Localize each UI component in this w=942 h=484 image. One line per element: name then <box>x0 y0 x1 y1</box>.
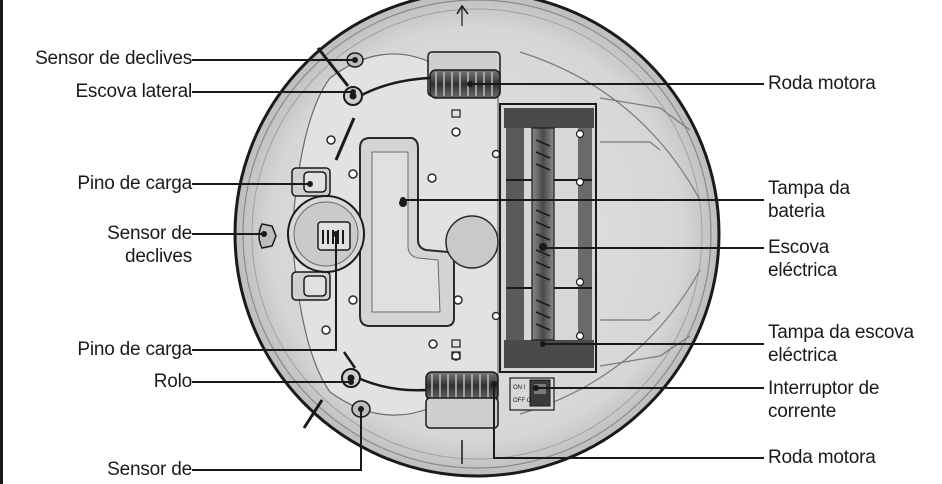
leader-dots <box>261 57 546 412</box>
label-sensor-bottom-text: Sensor de <box>107 459 192 480</box>
switch-off-mark: OFF O <box>513 398 532 404</box>
label-power-switch-line1: Interruptor de <box>768 378 880 399</box>
label-power-switch: Interruptor de corrente <box>768 377 879 423</box>
leader-charge-pin-bottom <box>192 234 337 351</box>
label-drive-wheel-bottom: Roda motora <box>768 446 876 469</box>
label-charge-pin-bottom: Pino de carga <box>77 338 192 361</box>
label-battery-cover-line1: Tampa da <box>768 178 850 199</box>
label-battery-cover: Tampa da bateria <box>768 177 850 223</box>
label-battery-cover-line2: bateria <box>768 201 825 222</box>
label-drive-wheel-top-text: Roda motora <box>768 73 876 94</box>
label-sensor-top: Sensor de declives <box>35 47 192 70</box>
charge-pin-bottom <box>291 271 331 301</box>
label-sensor-mid-line1: Sensor de <box>107 223 192 244</box>
label-electric-brush-line1: Escova <box>768 237 830 258</box>
side-brush-top <box>316 47 431 161</box>
leader-wheel-bottom <box>493 384 764 459</box>
label-brush-cover: Tampa da escova eléctrica <box>768 321 914 367</box>
power-switch: ON I OFF O <box>509 377 555 411</box>
cliff-sensor-left <box>258 223 277 249</box>
drive-wheel-bottom <box>425 371 499 429</box>
leader-lines <box>192 59 764 471</box>
label-electric-brush-line2: eléctrica <box>768 260 837 281</box>
electric-brush <box>531 127 555 341</box>
label-brush-cover-line2: eléctrica <box>768 345 837 366</box>
center-caster <box>445 215 499 269</box>
label-charge-pin-bottom-text: Pino de carga <box>77 339 192 360</box>
label-drive-wheel-bottom-text: Roda motora <box>768 447 876 468</box>
leader-sensor-bottom <box>192 409 362 471</box>
label-sensor-top-text: Sensor de declives <box>35 48 192 69</box>
drive-wheel-top <box>427 51 501 99</box>
label-power-switch-line2: corrente <box>768 401 837 422</box>
label-roller-text: Rolo <box>153 371 192 392</box>
label-charge-pin-top-text: Pino de carga <box>77 173 192 194</box>
roller-wheel <box>287 195 365 273</box>
label-side-brush: Escova lateral <box>75 80 192 103</box>
switch-on-mark: ON I <box>513 385 526 391</box>
label-brush-cover-line1: Tampa da escova <box>768 322 914 343</box>
label-roller: Rolo <box>154 370 192 393</box>
label-drive-wheel-top: Roda motora <box>768 72 876 95</box>
label-sensor-bottom: Sensor de <box>107 458 192 481</box>
label-charge-pin-top: Pino de carga <box>77 172 192 195</box>
label-electric-brush: Escova eléctrica <box>768 236 837 282</box>
label-sensor-mid: Sensor de declives <box>107 222 192 268</box>
label-side-brush-text: Escova lateral <box>75 81 192 102</box>
label-sensor-mid-line2: declives <box>124 246 192 267</box>
